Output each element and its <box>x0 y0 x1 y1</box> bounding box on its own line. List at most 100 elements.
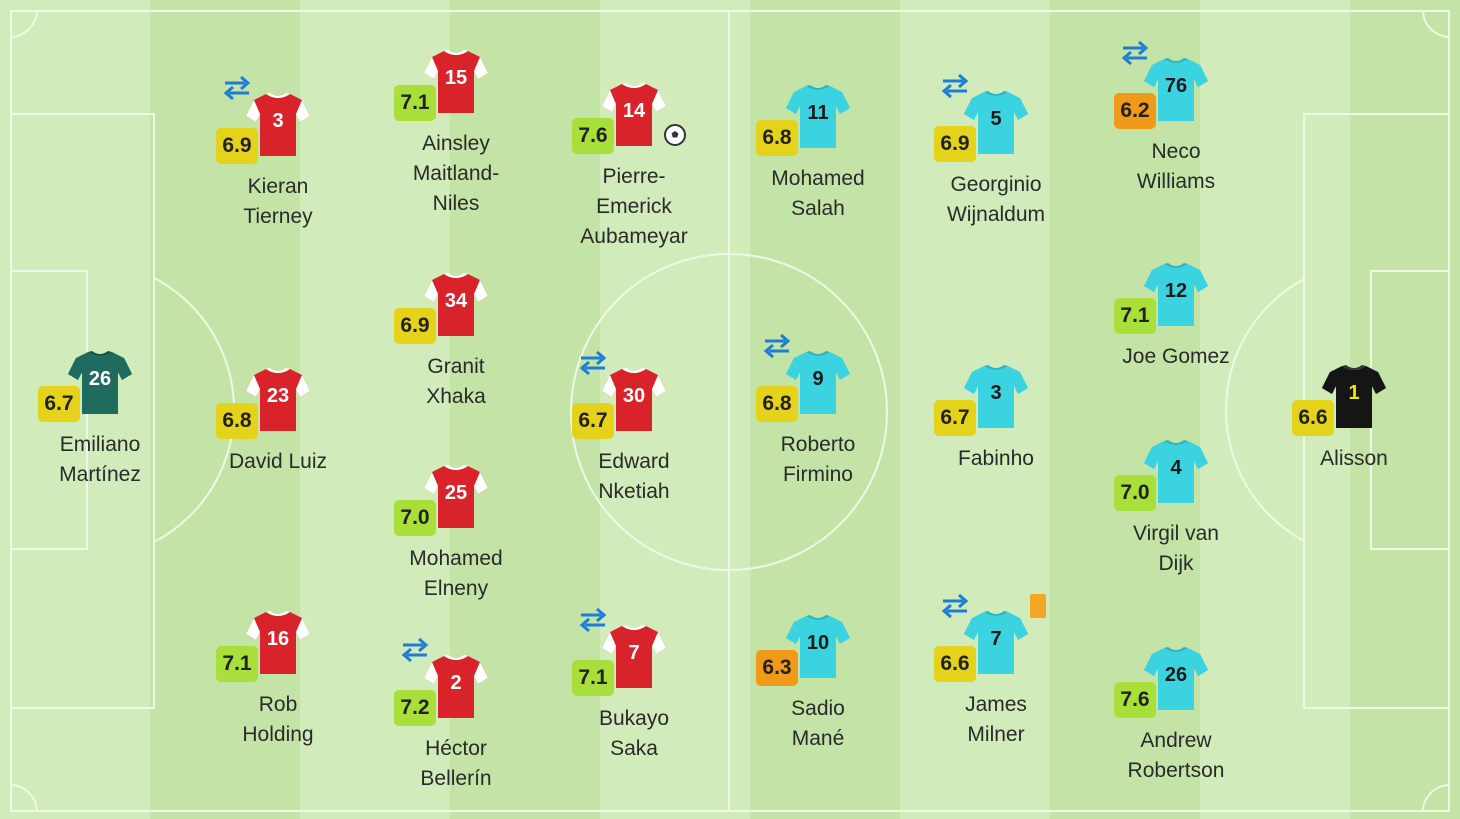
player-rating: 7.1 <box>394 85 436 121</box>
goal-ball-icon <box>663 123 687 147</box>
player-name: Andrew Robertson <box>1127 729 1225 782</box>
jersey-icon: 2 <box>424 652 488 720</box>
player-name: Alisson <box>1320 447 1388 470</box>
center-circle <box>570 253 888 571</box>
jersey-icon: 15 <box>424 47 488 115</box>
player-name: Kieran Tierney <box>243 175 313 228</box>
substitution-icon <box>1120 39 1150 67</box>
jersey-icon: 26 <box>68 348 132 416</box>
jersey-icon: 12 <box>1144 260 1208 328</box>
player-rating: 6.8 <box>216 403 258 439</box>
substitution-icon <box>578 349 608 377</box>
jersey-icon: 16 <box>246 608 310 676</box>
player-rating: 6.8 <box>756 120 798 156</box>
shirt-number: 2 <box>450 672 462 694</box>
player-rating: 7.0 <box>1114 475 1156 511</box>
player-rating: 6.7 <box>572 403 614 439</box>
shirt-number: 30 <box>622 385 646 407</box>
shirt-number: 26 <box>88 368 112 390</box>
player-rating: 6.9 <box>216 128 258 164</box>
shirt-number: 7 <box>990 628 1002 650</box>
player-rating: 7.1 <box>216 646 258 682</box>
shirt-number: 23 <box>266 385 290 407</box>
player-rating: 6.7 <box>38 386 80 422</box>
yellow-card-icon <box>1030 594 1046 618</box>
player-rating: 6.9 <box>394 308 436 344</box>
player-rating: 6.7 <box>934 400 976 436</box>
player-name: Ainsley Maitland- Niles <box>412 132 500 215</box>
right-penalty-arc <box>1215 260 1305 560</box>
player-name: Héctor Bellerín <box>420 737 492 790</box>
shirt-number: 4 <box>1170 457 1182 479</box>
shirt-number: 9 <box>812 368 824 390</box>
shirt-number: 1 <box>1348 382 1360 404</box>
player-name: Mohamed Elneny <box>409 547 503 600</box>
player-rating: 7.1 <box>1114 298 1156 334</box>
shirt-number: 7 <box>628 642 640 664</box>
player-name: Sadio Mané <box>791 697 845 750</box>
jersey-icon: 7 <box>602 622 666 690</box>
player-rating: 7.1 <box>572 660 614 696</box>
corner-arc <box>10 10 40 40</box>
player-name: James Milner <box>965 693 1027 746</box>
player-name: Virgil van Dijk <box>1133 522 1219 575</box>
corner-arc <box>10 782 40 812</box>
player-rating: 6.3 <box>756 650 798 686</box>
substitution-icon <box>940 592 970 620</box>
player-rating: 7.6 <box>572 118 614 154</box>
jersey-icon: 30 <box>602 365 666 433</box>
shirt-number: 25 <box>444 482 468 504</box>
player-name: Rob Holding <box>242 693 314 746</box>
player-name: Neco Williams <box>1136 140 1216 193</box>
player-rating: 6.8 <box>756 386 798 422</box>
substitution-icon <box>762 332 792 360</box>
jersey-icon: 14 <box>602 80 666 148</box>
player-name: Edward Nketiah <box>598 450 670 503</box>
shirt-number: 11 <box>807 102 829 124</box>
player-rating: 6.9 <box>934 126 976 162</box>
player-rating: 6.6 <box>1292 400 1334 436</box>
substitution-icon <box>578 606 608 634</box>
jersey-icon: 25 <box>424 462 488 530</box>
jersey-icon: 7 <box>964 608 1028 676</box>
substitution-icon <box>400 636 430 664</box>
player-name: Granit Xhaka <box>426 355 486 408</box>
substitution-icon <box>940 72 970 100</box>
jersey-icon: 3 <box>246 90 310 158</box>
shirt-number: 15 <box>444 67 468 89</box>
player-name: David Luiz <box>228 450 328 473</box>
jersey-icon: 11 <box>786 82 850 150</box>
corner-arc <box>1420 10 1450 40</box>
jersey-icon: 76 <box>1144 55 1208 123</box>
player-name: Pierre- Emerick Aubameyar <box>580 165 688 248</box>
jersey-icon: 4 <box>1144 437 1208 505</box>
shirt-number: 5 <box>990 108 1002 130</box>
substitution-icon <box>222 74 252 102</box>
player-rating: 6.2 <box>1114 93 1156 129</box>
jersey-icon: 3 <box>964 362 1028 430</box>
jersey-icon: 1 <box>1322 362 1386 430</box>
player-name: Joe Gomez <box>1122 345 1230 368</box>
shirt-number: 14 <box>622 100 646 122</box>
jersey-icon: 9 <box>786 348 850 416</box>
player-name: Fabinho <box>958 447 1034 470</box>
shirt-number: 16 <box>266 628 290 650</box>
shirt-number: 3 <box>990 382 1002 404</box>
shirt-number: 34 <box>444 290 468 312</box>
player-name: Bukayo Saka <box>598 707 670 760</box>
shirt-number: 76 <box>1164 75 1188 97</box>
player-name: Mohamed Salah <box>771 167 865 220</box>
shirt-number: 10 <box>806 632 830 654</box>
player-rating: 6.6 <box>934 646 976 682</box>
player-name: Emiliano Martínez <box>59 433 141 486</box>
player-rating: 7.2 <box>394 690 436 726</box>
corner-arc <box>1420 782 1450 812</box>
player-name: Georginio Wijnaldum <box>946 173 1046 226</box>
jersey-icon: 10 <box>786 612 850 680</box>
jersey-icon: 5 <box>964 88 1028 156</box>
shirt-number: 3 <box>272 110 284 132</box>
player-rating: 7.0 <box>394 500 436 536</box>
shirt-number: 26 <box>1164 664 1188 686</box>
player-name: Roberto Firmino <box>780 433 856 486</box>
